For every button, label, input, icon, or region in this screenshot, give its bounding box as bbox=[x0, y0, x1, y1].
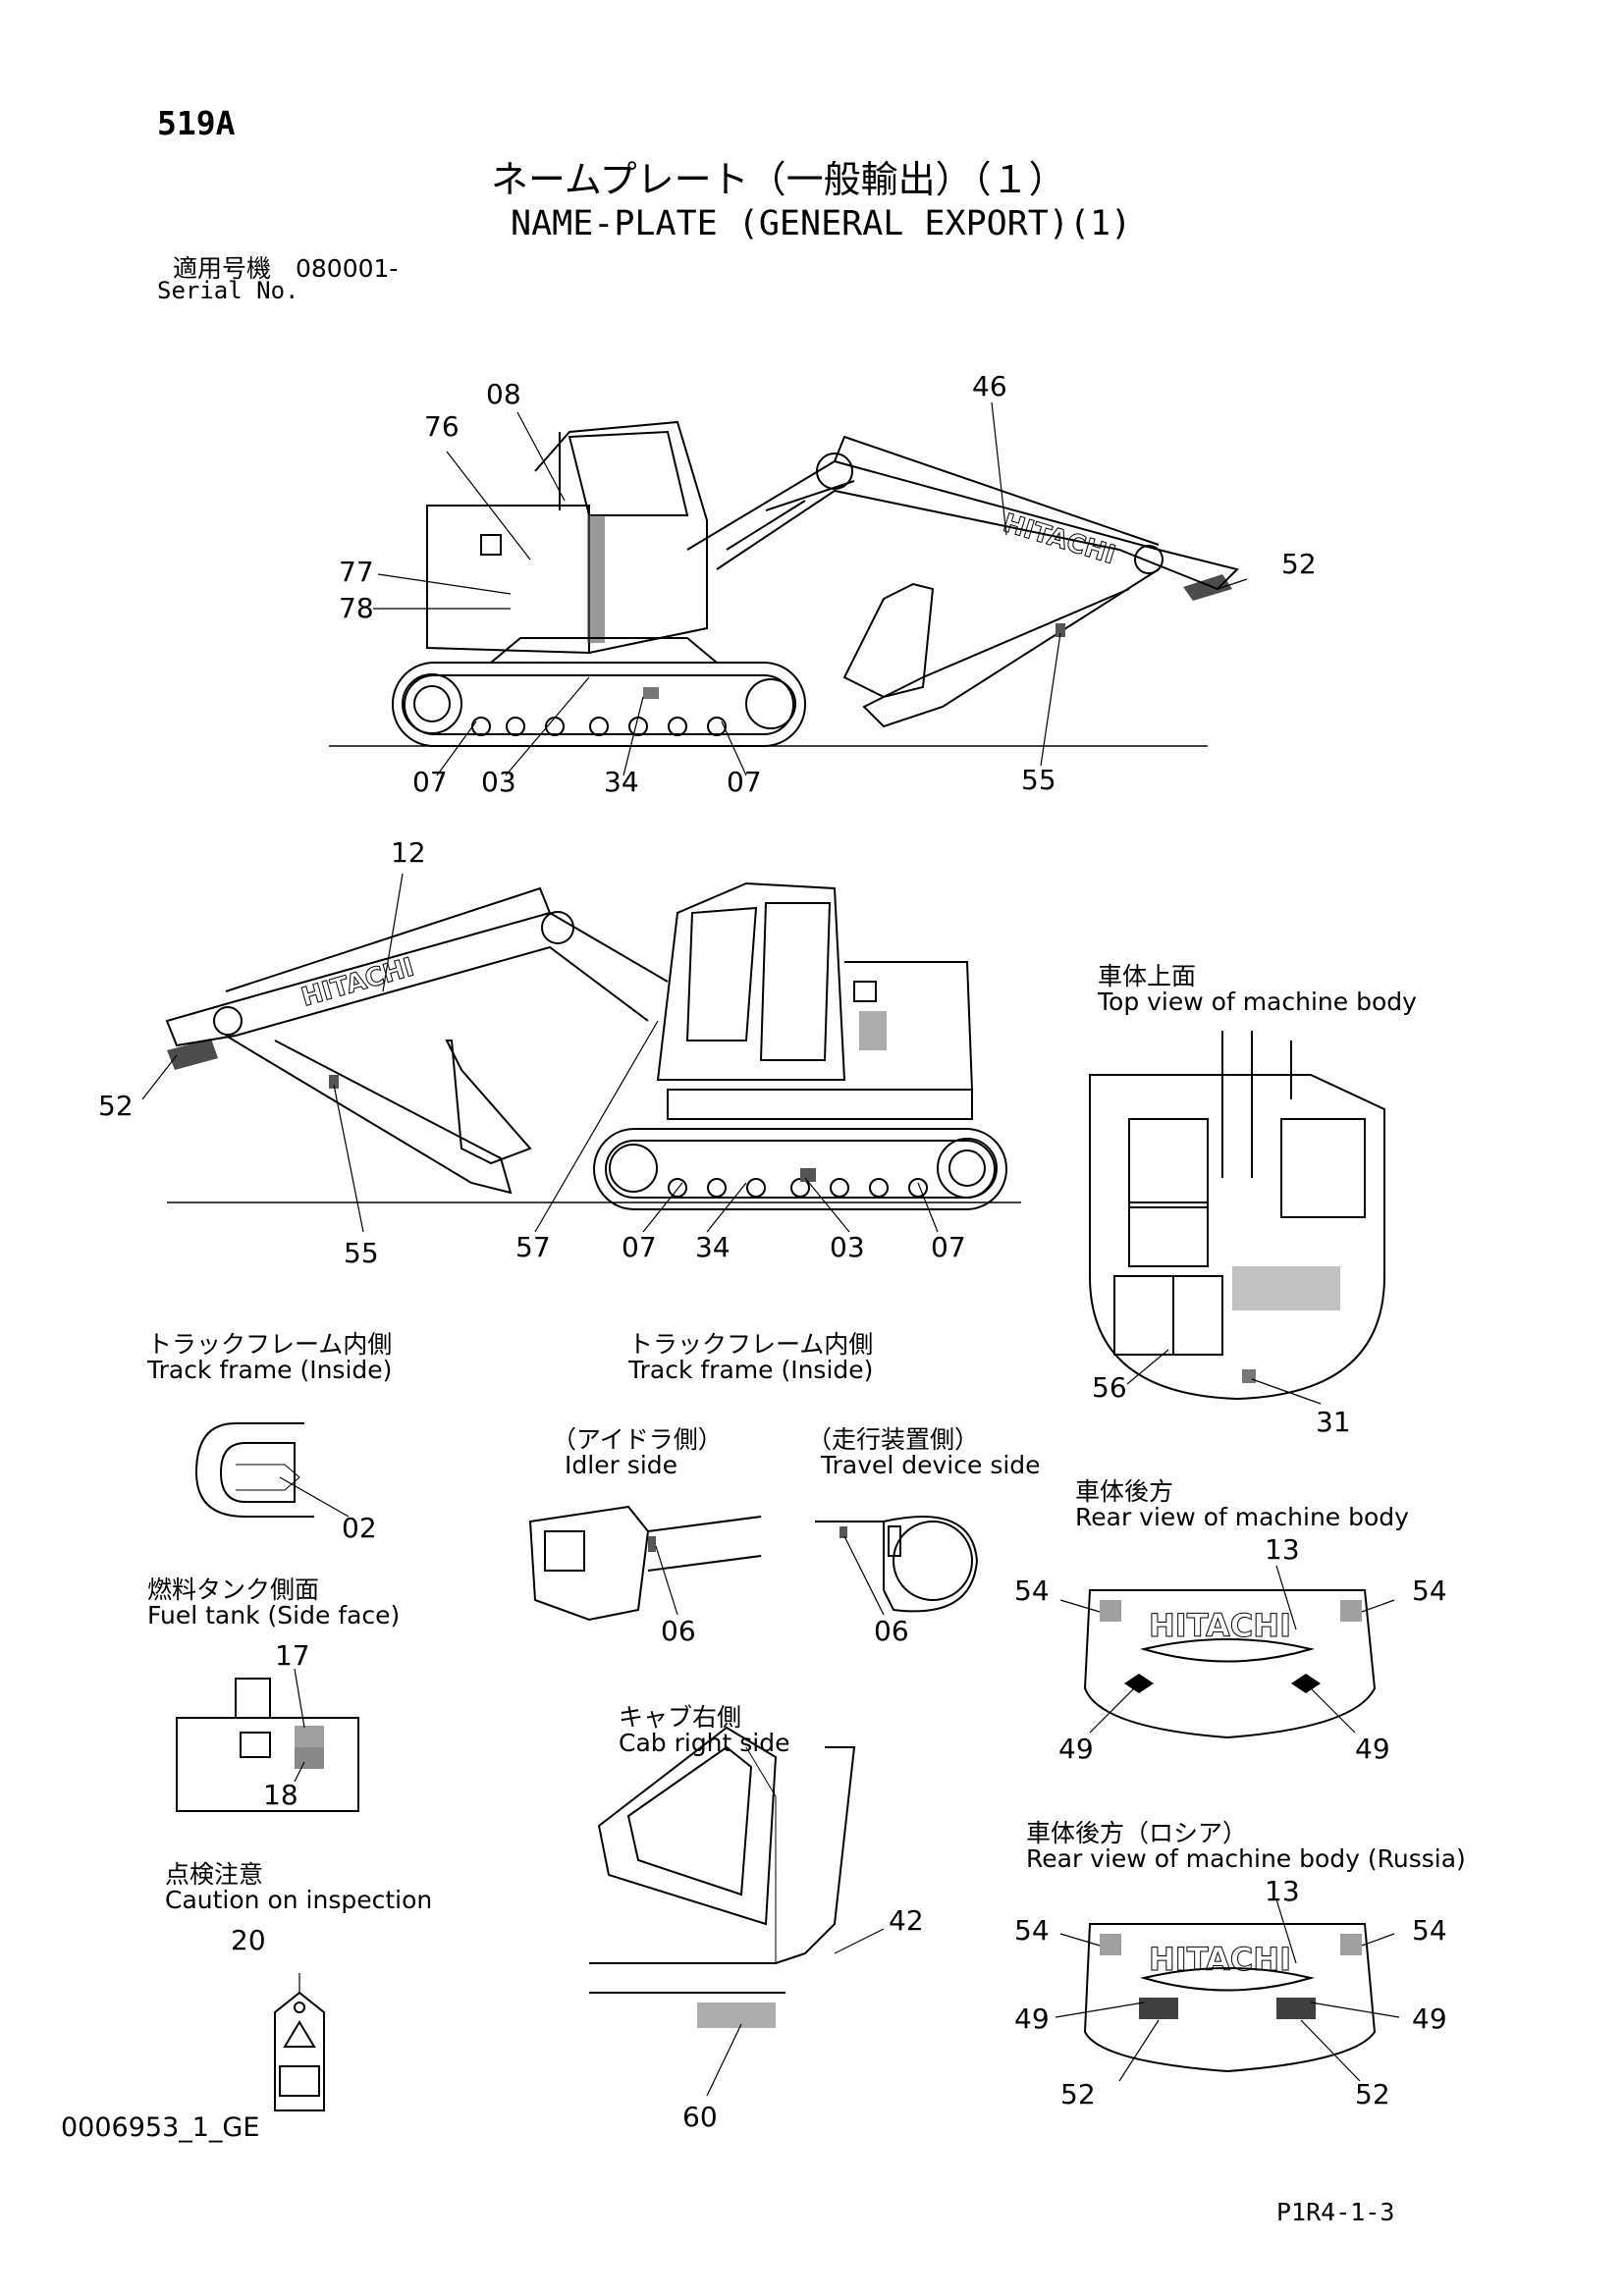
callout-52-side2: 52 bbox=[98, 1090, 134, 1122]
leader-lines bbox=[141, 401, 1400, 2097]
caption-rear-russia-ja: 車体後方（ロシア） bbox=[1026, 1819, 1248, 1847]
caption-cab-ja: キャブ右側 bbox=[619, 1703, 742, 1732]
callout-06-idler: 06 bbox=[661, 1615, 696, 1647]
callout-31: 31 bbox=[1316, 1406, 1351, 1438]
serial-label-ja: 適用号機 080001- bbox=[173, 254, 399, 283]
callout-17: 17 bbox=[275, 1639, 310, 1672]
serial-label-en: Serial No. bbox=[157, 277, 299, 304]
cab-right-side-drawing bbox=[589, 1726, 856, 2028]
callout-54-rear-left: 54 bbox=[1014, 1575, 1050, 1607]
caption-fuel-ja: 燃料タンク側面 bbox=[147, 1575, 320, 1604]
callout-49-russia-right: 49 bbox=[1412, 2002, 1447, 2035]
brand-text-rear: HITACHI bbox=[1149, 1607, 1291, 1644]
callout-54-russia-left: 54 bbox=[1014, 1914, 1050, 1947]
callout-52-russia-right: 52 bbox=[1355, 2078, 1390, 2110]
callout-52-side1: 52 bbox=[1281, 548, 1317, 580]
callout-54-rear-right: 54 bbox=[1412, 1575, 1447, 1607]
caption-travel-ja: （走行装置側） bbox=[807, 1425, 980, 1454]
callout-34-side1: 34 bbox=[604, 766, 639, 798]
brand-text-boom-1: HITACHI bbox=[1000, 508, 1118, 570]
callout-78: 78 bbox=[339, 592, 374, 624]
callout-03-side1: 03 bbox=[481, 766, 516, 798]
caption-track-mid-en: Track frame (Inside) bbox=[628, 1356, 874, 1384]
callout-54-russia-right: 54 bbox=[1412, 1914, 1447, 1947]
caption-caution-en: Caution on inspection bbox=[165, 1886, 433, 1914]
callout-49-rear-left: 49 bbox=[1058, 1733, 1094, 1765]
callout-55-side2: 55 bbox=[344, 1237, 379, 1269]
rear-view-russia-drawing bbox=[1083, 1923, 1377, 2073]
callout-13-russia: 13 bbox=[1265, 1875, 1300, 1907]
callout-52-russia-left: 52 bbox=[1060, 2078, 1096, 2110]
callout-46: 46 bbox=[972, 370, 1007, 402]
callout-08: 08 bbox=[486, 378, 521, 410]
caption-rear-ja: 車体後方 bbox=[1075, 1477, 1174, 1506]
callout-18: 18 bbox=[263, 1779, 298, 1811]
page-title-en: NAME-PLATE (GENERAL EXPORT)(1) bbox=[511, 204, 1132, 243]
callout-06-travel: 06 bbox=[874, 1615, 909, 1647]
caption-caution-ja: 点検注意 bbox=[165, 1860, 264, 1889]
track-frame-inside-left bbox=[194, 1422, 314, 1518]
caption-cab-en: Cab right side bbox=[619, 1729, 790, 1757]
callout-49-rear-right: 49 bbox=[1355, 1733, 1390, 1765]
callout-07-side2-b: 07 bbox=[931, 1231, 966, 1263]
caption-top-view-en: Top view of machine body bbox=[1098, 988, 1417, 1016]
callout-57: 57 bbox=[515, 1231, 551, 1263]
callout-07-side1-a: 07 bbox=[412, 766, 448, 798]
callout-42: 42 bbox=[889, 1904, 924, 1937]
callout-03-side2: 03 bbox=[830, 1231, 865, 1263]
caption-travel-en: Travel device side bbox=[821, 1451, 1041, 1479]
brand-text-rear-russia: HITACHI bbox=[1149, 1941, 1291, 1978]
caption-idler-ja: （アイドラ側） bbox=[552, 1425, 723, 1454]
callout-56: 56 bbox=[1092, 1371, 1127, 1404]
caution-tag-drawing bbox=[274, 1991, 325, 2111]
callout-13-rear: 13 bbox=[1265, 1533, 1300, 1566]
caption-rear-en: Rear view of machine body bbox=[1075, 1503, 1409, 1531]
caption-idler-en: Idler side bbox=[565, 1451, 678, 1479]
caption-track-mid-ja: トラックフレーム内側 bbox=[628, 1330, 874, 1359]
callout-07-side1-b: 07 bbox=[727, 766, 762, 798]
caption-rear-russia-en: Rear view of machine body (Russia) bbox=[1026, 1844, 1466, 1873]
callout-55-side1: 55 bbox=[1021, 764, 1056, 796]
rear-view-drawing bbox=[1083, 1589, 1377, 1739]
idler-side-drawing bbox=[528, 1505, 762, 1622]
caption-top-view-ja: 車体上面 bbox=[1098, 962, 1197, 990]
callout-34-side2: 34 bbox=[695, 1231, 731, 1263]
caption-track-left-en: Track frame (Inside) bbox=[147, 1356, 393, 1384]
caption-fuel-en: Fuel tank (Side face) bbox=[147, 1601, 401, 1629]
footer-page-ref: P1R4-1-3 bbox=[1276, 2198, 1395, 2226]
top-view-drawing bbox=[1089, 1031, 1385, 1401]
callout-02: 02 bbox=[342, 1512, 377, 1544]
callout-07-side2-a: 07 bbox=[622, 1231, 657, 1263]
fuel-tank-drawing bbox=[176, 1678, 359, 1812]
callout-76: 76 bbox=[424, 410, 460, 443]
page-title-ja: ネームプレート（一般輸出）（１） bbox=[491, 158, 1066, 201]
travel-device-side-drawing bbox=[815, 1516, 979, 1613]
caption-track-left-ja: トラックフレーム内側 bbox=[147, 1330, 393, 1359]
footer-doc-code: 0006953_1_GE bbox=[61, 2112, 260, 2143]
callout-77: 77 bbox=[339, 556, 374, 588]
excavator-side-view-1 bbox=[329, 420, 1239, 747]
callout-49-russia-left: 49 bbox=[1014, 2002, 1050, 2035]
callout-12: 12 bbox=[391, 836, 426, 869]
page-code: 519A bbox=[157, 104, 236, 142]
callout-20: 20 bbox=[231, 1924, 266, 1956]
callout-60: 60 bbox=[682, 2101, 718, 2133]
excavator-side-view-2 bbox=[165, 881, 1021, 1210]
